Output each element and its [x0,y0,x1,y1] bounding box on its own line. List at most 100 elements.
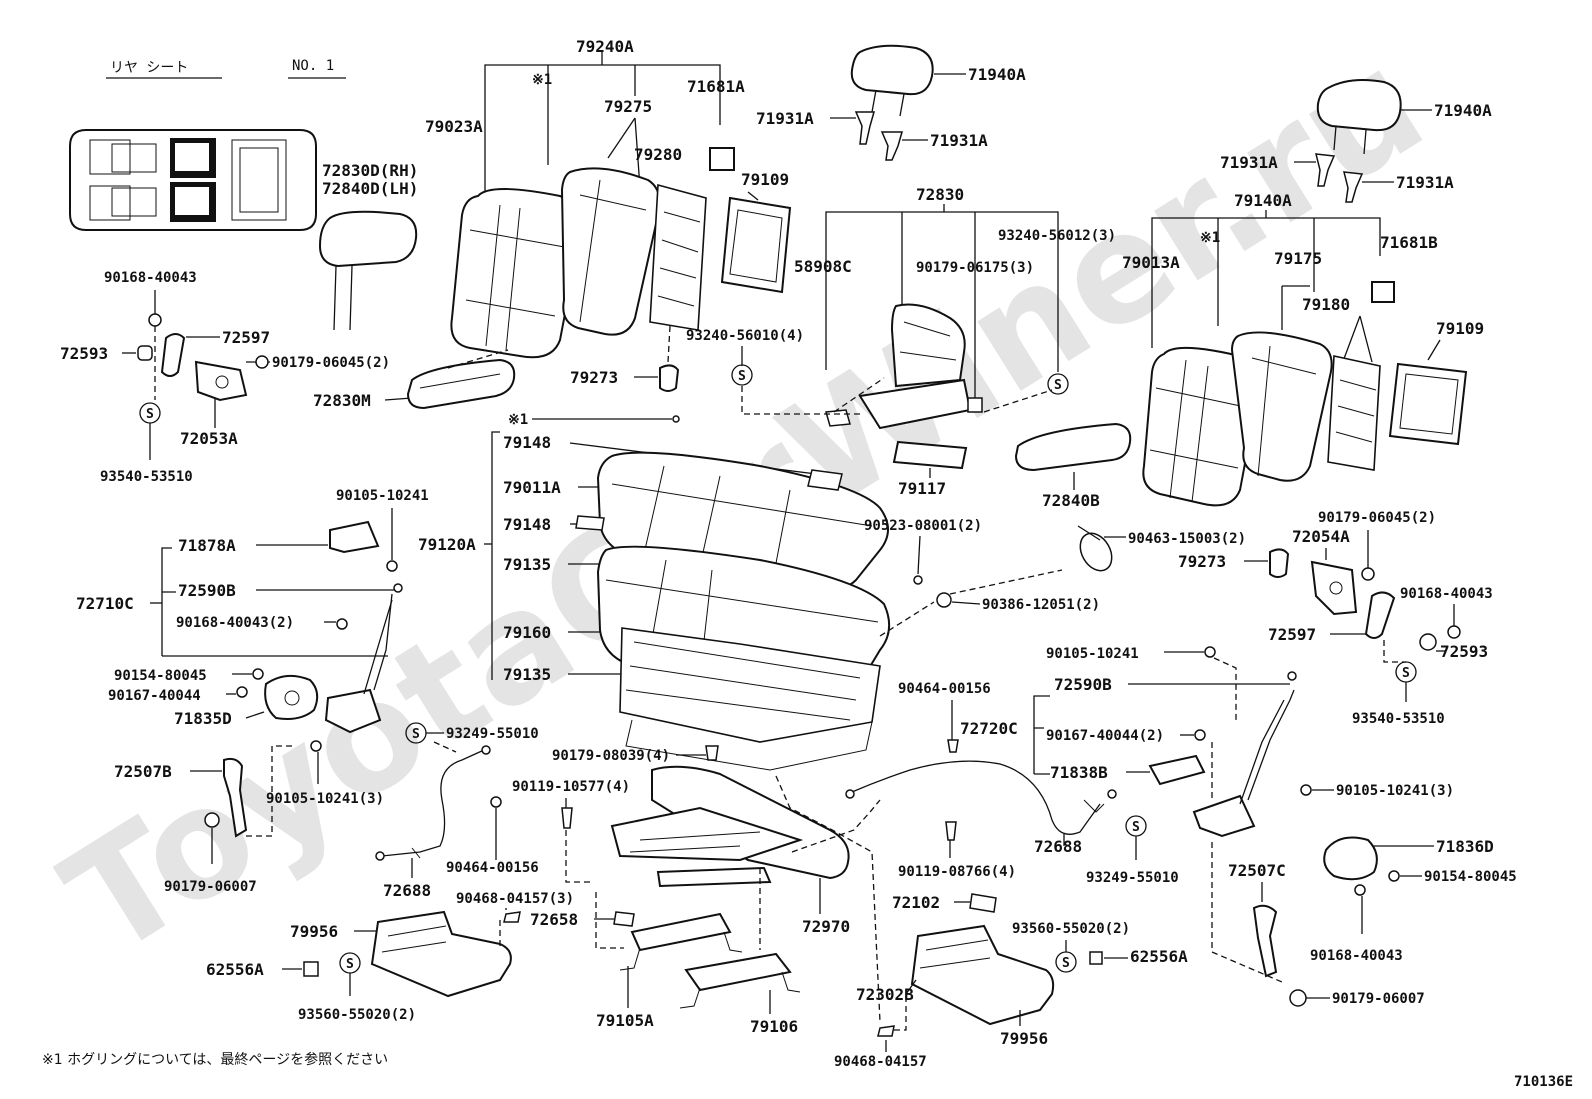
label-90179-06175: 90179-06175(3) [916,260,1034,276]
lock-72053A [194,360,248,402]
label-90105-10241-3l: 90105-10241(3) [266,791,384,807]
label-72054A: 72054A [1292,527,1350,546]
label-90105-10241-3r: 90105-10241(3) [1336,783,1454,799]
label-72970: 72970 [802,917,850,936]
seatback-79013A [1142,346,1260,507]
label-79273-r: 79273 [1178,552,1226,571]
label-90168-40043-b: 90168-40043 [1310,948,1403,964]
guide-71931A-3 [1315,153,1336,187]
clip-90463-15003 [1077,525,1113,572]
clip-79148-1 [807,469,843,491]
clip-71681B [1371,281,1395,303]
label-72593-r: 72593 [1440,642,1488,661]
clip-90179-06175 [967,397,983,413]
label-90463-15003: 90463-15003(2) [1128,531,1246,547]
cap-72593-l [137,345,153,361]
lock-72720C [1192,689,1295,838]
label-93540-53510-r: 93540-53510 [1352,711,1445,727]
section-label: リヤ シート [110,60,188,76]
cover-71878A [329,520,380,554]
headrest-71940A-l [850,44,934,117]
label-72830: 72830 [916,185,964,204]
footnote: ※1 ホグリングについては、最終ページを参照ください [42,1051,388,1068]
bracket-72658 [613,911,635,927]
label-72688-r: 72688 [1034,837,1082,856]
label-72840D: 72840D(LH) [322,179,418,198]
label-72710C: 72710C [76,594,134,613]
cover-71836D [1323,836,1378,881]
label-93240-56012: 93240-56012(3) [998,228,1116,244]
cover-79956-l [370,910,512,998]
cable-72720C [851,760,1101,835]
headrest-72830D [318,210,418,331]
cushion-90386-12051 [936,592,952,608]
nut-90179-06045-l [255,355,269,369]
label-79148-2: 79148 [503,515,551,534]
cover-72597-r [1364,591,1396,639]
label-93249-55010-r: 93249-55010 [1086,870,1179,886]
label-71681B: 71681B [1380,233,1438,252]
label-71931A-2: 71931A [930,131,988,150]
lock-72710C [324,593,393,734]
label-79956-r: 79956 [1000,1029,1048,1048]
clip-71681A [709,147,735,171]
label-ref1-top: ※1 [532,72,552,88]
bolt-symbol-s5: S [412,727,420,742]
board-79109-l [720,196,792,294]
lock-72054A [1310,560,1358,616]
label-93249-55010-l: 93249-55010 [446,726,539,742]
guide-71931A-4 [1343,171,1364,203]
belt-72507B [223,757,248,838]
label-79109-r: 79109 [1436,319,1484,338]
label-72507C: 72507C [1228,861,1286,880]
label-90464-00156-m: 90464-00156 [898,681,991,697]
label-79106: 79106 [750,1017,798,1036]
label-71878A: 71878A [178,536,236,555]
clip-62556A-r [1089,951,1103,965]
bracket-79106 [679,952,801,1009]
label-79011A: 79011A [503,478,561,497]
label-90119-08766: 90119-08766(4) [898,864,1016,880]
clip-90468-04157 [877,1025,895,1037]
label-72507B: 72507B [114,762,172,781]
cover-72597-l [160,333,186,377]
label-79140A: 79140A [1234,191,1292,210]
guide-71931A-2 [880,131,903,161]
label-71681A: 71681A [687,77,745,96]
cable-72688-l [381,749,485,857]
seatback-frame-79280 [649,183,707,331]
label-79240A: 79240A [576,37,634,56]
label-79117: 79117 [898,479,946,498]
seatback-pad-79175 [1230,331,1333,482]
bolt-symbol-s1: S [146,407,154,422]
label-93560-55020-r: 93560-55020(2) [1012,921,1130,937]
guide-71931A-1 [854,111,875,145]
label-79109-l: 79109 [741,170,789,189]
label-90168-40043-l: 90168-40043 [104,270,197,286]
label-90179-08039: 90179-08039(4) [552,748,670,764]
cap-72593-r [1419,633,1437,651]
cushion-frame-79160 [619,627,881,771]
label-79160: 79160 [503,623,551,642]
rail-72970 [656,866,772,888]
label-90179-06045-r: 90179-06045(2) [1318,510,1436,526]
label-72840B: 72840B [1042,491,1100,510]
label-90179-06045-l: 90179-06045(2) [272,355,390,371]
label-79175: 79175 [1274,249,1322,268]
label-72302B: 72302B [856,985,914,1004]
bolt-symbol-s8: S [1062,956,1070,971]
mat-79117 [892,440,968,470]
cover-71838B [1148,754,1206,786]
nut-90179-08039 [705,745,719,761]
headrest-71940A-r [1316,79,1402,155]
label-71836D: 71836D [1436,837,1494,856]
label-93240-56010: 93240-56010(4) [686,328,804,344]
seatback-79023A [450,188,582,359]
label-62556A-l: 62556A [206,960,264,979]
label-93560-55020-l: 93560-55020(2) [298,1007,416,1023]
label-71835D: 71835D [174,709,232,728]
label-72830D: 72830D(RH) [322,161,418,180]
label-79956-l: 79956 [290,922,338,941]
label-90168-40043-2: 90168-40043(2) [176,615,294,631]
